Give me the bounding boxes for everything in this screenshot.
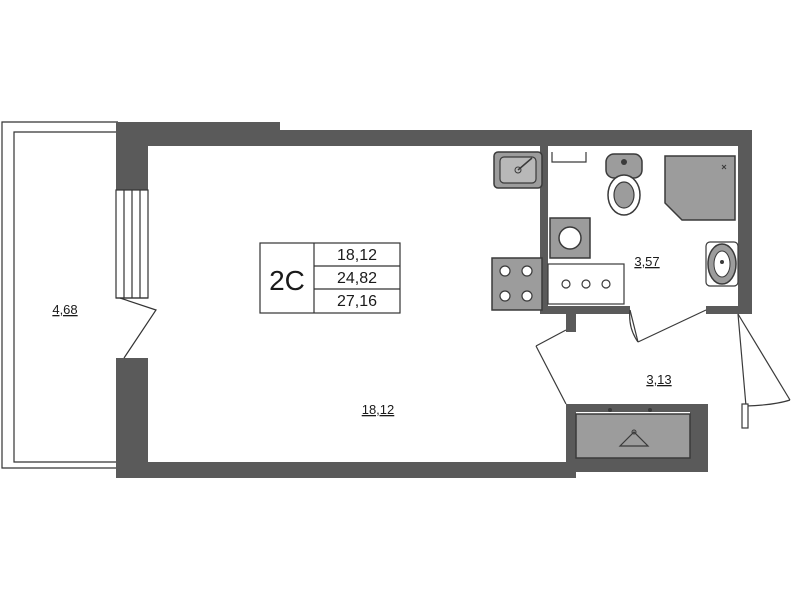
closet-top-wall xyxy=(566,404,708,412)
bathroom-bottom-wall-left xyxy=(540,306,630,314)
toilet xyxy=(605,153,643,216)
bathroom-bottom-wall-right xyxy=(706,306,752,314)
hallway-left-wall xyxy=(566,404,576,478)
window xyxy=(115,189,149,299)
apartment-type-label: 2С xyxy=(269,265,305,296)
bathroom-left-partition xyxy=(540,146,548,306)
left-wall-lower xyxy=(116,358,148,478)
shower xyxy=(664,155,736,221)
entrance-door xyxy=(737,313,791,429)
area-legend: 2С 18,12 24,82 27,16 xyxy=(259,242,401,314)
balcony-door xyxy=(116,297,157,359)
bathroom-cabinet xyxy=(547,263,625,305)
washing-machine xyxy=(549,217,591,259)
balcony xyxy=(1,121,118,469)
living-room-area-label: 18,12 xyxy=(362,402,395,417)
walls xyxy=(116,122,752,478)
living-area-value: 18,12 xyxy=(337,247,377,264)
closet-bottom-wall xyxy=(566,458,708,472)
top-wall xyxy=(116,122,750,190)
hallway-door xyxy=(535,329,567,405)
kitchen-sink xyxy=(493,151,543,189)
total-area-with-balcony-value: 27,16 xyxy=(337,293,377,310)
bathroom-area-label: 3,57 xyxy=(634,254,659,269)
balcony-area-label: 4,68 xyxy=(52,302,77,317)
bathroom-door xyxy=(629,309,707,343)
bottom-wall xyxy=(116,462,576,478)
washbasin xyxy=(705,241,739,287)
wardrobe xyxy=(575,408,691,459)
hallway-area-label: 3,13 xyxy=(646,372,671,387)
stove xyxy=(491,257,543,311)
bathroom-niche xyxy=(551,152,587,163)
total-area-value: 24,82 xyxy=(337,270,377,287)
balcony-outer-line xyxy=(1,121,118,469)
right-wall xyxy=(738,130,752,310)
balcony-inner-line xyxy=(13,131,118,463)
hallway-partition-stub xyxy=(566,306,576,332)
closet-right-wall xyxy=(690,404,708,472)
legend-box xyxy=(259,242,401,314)
